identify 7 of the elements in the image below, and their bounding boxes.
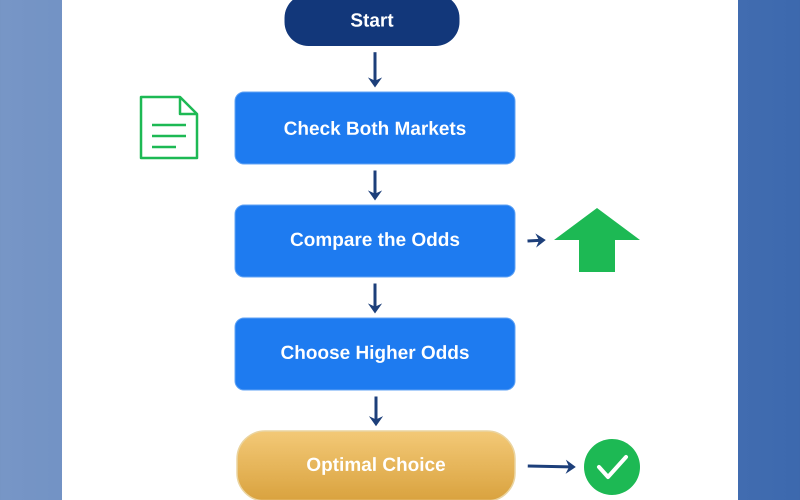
- process-box: Check Both Markets: [234, 92, 516, 164]
- process-box: Choose Higher Odds: [234, 318, 516, 390]
- process-box: Compare the Odds: [234, 204, 516, 278]
- start-terminal: Start: [284, 0, 460, 46]
- check-icon: [584, 439, 640, 495]
- end-terminal: Optimal Choice: [236, 430, 516, 500]
- up-arrow-icon: [554, 208, 640, 272]
